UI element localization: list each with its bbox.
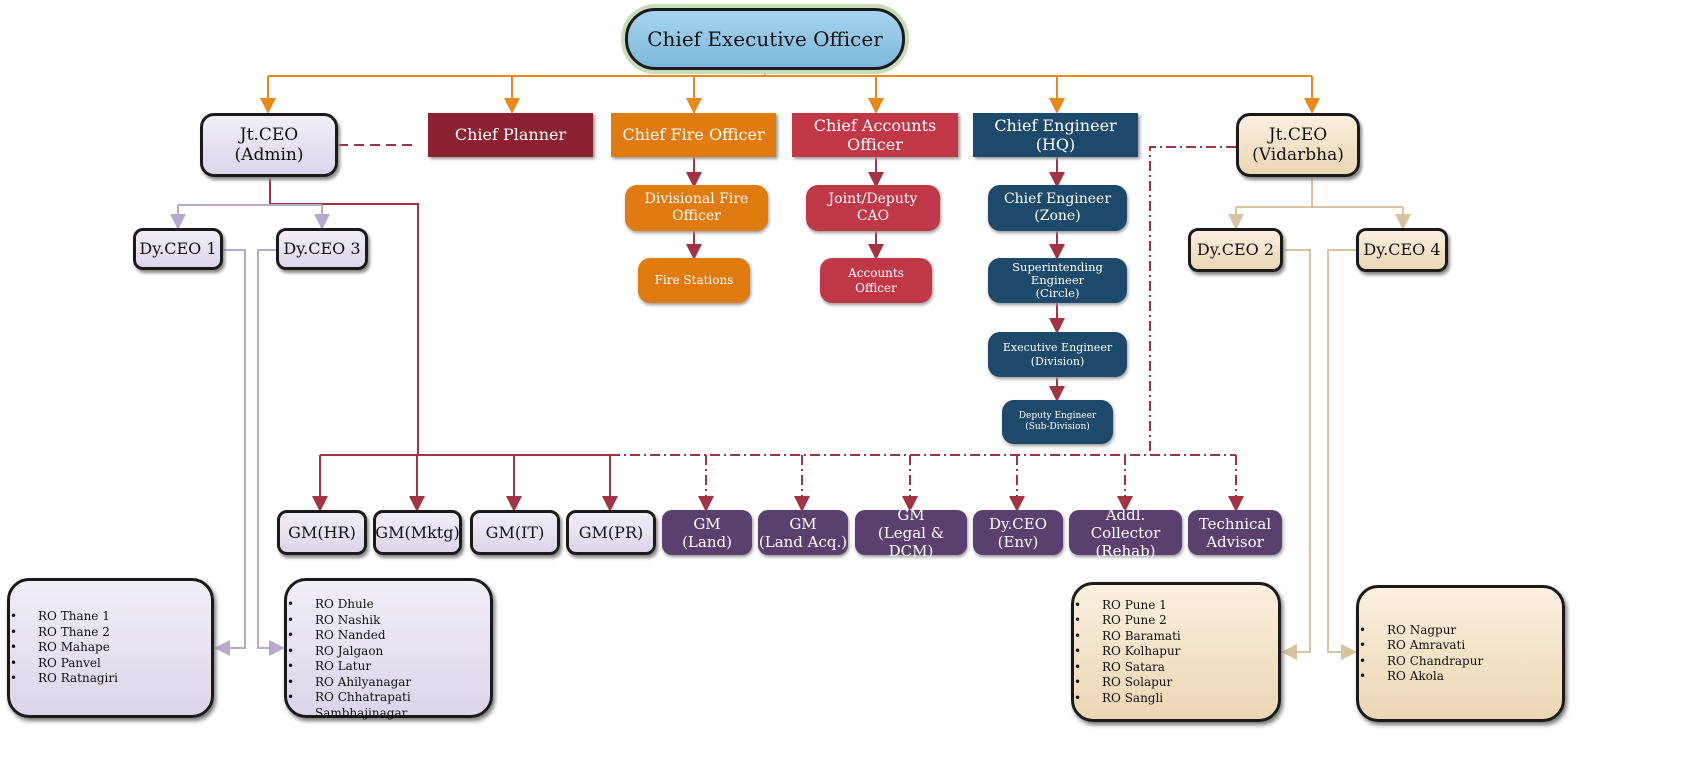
- ro-item: RO Amravati: [1359, 638, 1562, 654]
- ro-item: RO Baramati: [1074, 629, 1278, 645]
- gm-mktg-box: GM(Mktg): [373, 510, 462, 555]
- ceo-connectors: [260, 70, 1320, 114]
- joint-deputy-cao-box: Joint/Deputy CAO: [806, 185, 940, 231]
- gm-pr-box: GM(PR): [566, 510, 656, 555]
- ro-item: RO Solapur: [1074, 675, 1278, 691]
- ro-item: RO Chandrapur: [1359, 654, 1562, 670]
- ro-item: RO Pune 1: [1074, 598, 1278, 614]
- ro-item: RO Nashik: [287, 613, 490, 629]
- technical-advisor-box: Technical Advisor: [1188, 510, 1282, 555]
- jt-ceo-vidarbha-box: Jt.CEO (Vidarbha): [1236, 113, 1360, 177]
- gm-land-acq-box: GM (Land Acq.): [758, 510, 848, 555]
- chief-fire-officer-box: Chief Fire Officer: [611, 113, 776, 157]
- ro-item: RO Akola: [1359, 669, 1562, 685]
- ro-list-dy-ceo-2: RO Pune 1 RO Pune 2 RO Baramati RO Kolha…: [1071, 582, 1281, 722]
- addl-collector-rehab-box: Addl. Collector (Rehab): [1069, 506, 1182, 560]
- dy-ceo-4-box: Dy.CEO 4: [1356, 228, 1448, 272]
- ro-item: RO Chhatrapati Sambhajinagar: [287, 690, 490, 721]
- ro-item: RO Thane 2: [10, 625, 211, 641]
- ro-item: RO Ratnagiri: [10, 671, 211, 687]
- deputy-engineer-box: Deputy Engineer (Sub-Division): [1002, 400, 1113, 444]
- ro-item: RO Pune 2: [1074, 613, 1278, 629]
- ro-item: RO Jalgaon: [287, 644, 490, 660]
- gm-legal-dcm-box: GM (Legal & DCM): [855, 506, 967, 560]
- red-connectors: [269, 144, 1065, 512]
- vidarbha-connectors: [1228, 177, 1411, 660]
- ro-item: RO Nanded: [287, 628, 490, 644]
- dy-ceo-3-box: Dy.CEO 3: [276, 228, 368, 270]
- ro-item: RO Ahilyanagar: [287, 675, 490, 691]
- chief-engineer-zone-box: Chief Engineer (Zone): [988, 185, 1127, 231]
- gm-it-box: GM(IT): [470, 510, 560, 555]
- ro-item: RO Latur: [287, 659, 490, 675]
- admin-connectors: [170, 204, 330, 656]
- ro-item: RO Kolhapur: [1074, 644, 1278, 660]
- dy-ceo-1-box: Dy.CEO 1: [133, 228, 223, 270]
- chief-accounts-officer-box: Chief Accounts Officer: [792, 113, 958, 157]
- chief-engineer-hq-box: Chief Engineer (HQ): [973, 113, 1138, 157]
- dashdot-connectors: [610, 146, 1244, 512]
- ro-item: RO Sangli: [1074, 691, 1278, 707]
- executive-engineer-box: Executive Engineer (Division): [988, 332, 1127, 377]
- gm-land-box: GM (Land): [662, 510, 752, 555]
- ro-list-dy-ceo-1: RO Thane 1 RO Thane 2 RO Mahape RO Panve…: [7, 578, 214, 718]
- ceo-box: Chief Executive Officer: [625, 8, 905, 70]
- dy-ceo-env-box: Dy.CEO (Env): [973, 510, 1063, 555]
- ro-item: RO Dhule: [287, 597, 490, 613]
- ro-item: RO Satara: [1074, 660, 1278, 676]
- ro-item: RO Thane 1: [10, 609, 211, 625]
- ro-item: RO Panvel: [10, 656, 211, 672]
- fire-stations-box: Fire Stations: [638, 258, 750, 303]
- ro-item: RO Nagpur: [1359, 623, 1562, 639]
- dy-ceo-2-box: Dy.CEO 2: [1188, 228, 1283, 272]
- jt-ceo-admin-box: Jt.CEO (Admin): [200, 113, 338, 177]
- accounts-officer-box: Accounts Officer: [820, 258, 932, 303]
- superintending-engineer-box: Superintending Engineer (Circle): [988, 258, 1127, 303]
- divisional-fire-officer-box: Divisional Fire Officer: [625, 185, 768, 231]
- ro-list-dy-ceo-4: RO Nagpur RO Amravati RO Chandrapur RO A…: [1356, 585, 1565, 722]
- chief-planner-box: Chief Planner: [428, 113, 593, 157]
- ro-list-dy-ceo-3: RO Dhule RO Nashik RO Nanded RO Jalgaon …: [284, 578, 493, 721]
- ro-item: RO Mahape: [10, 640, 211, 656]
- gm-hr-box: GM(HR): [277, 510, 367, 555]
